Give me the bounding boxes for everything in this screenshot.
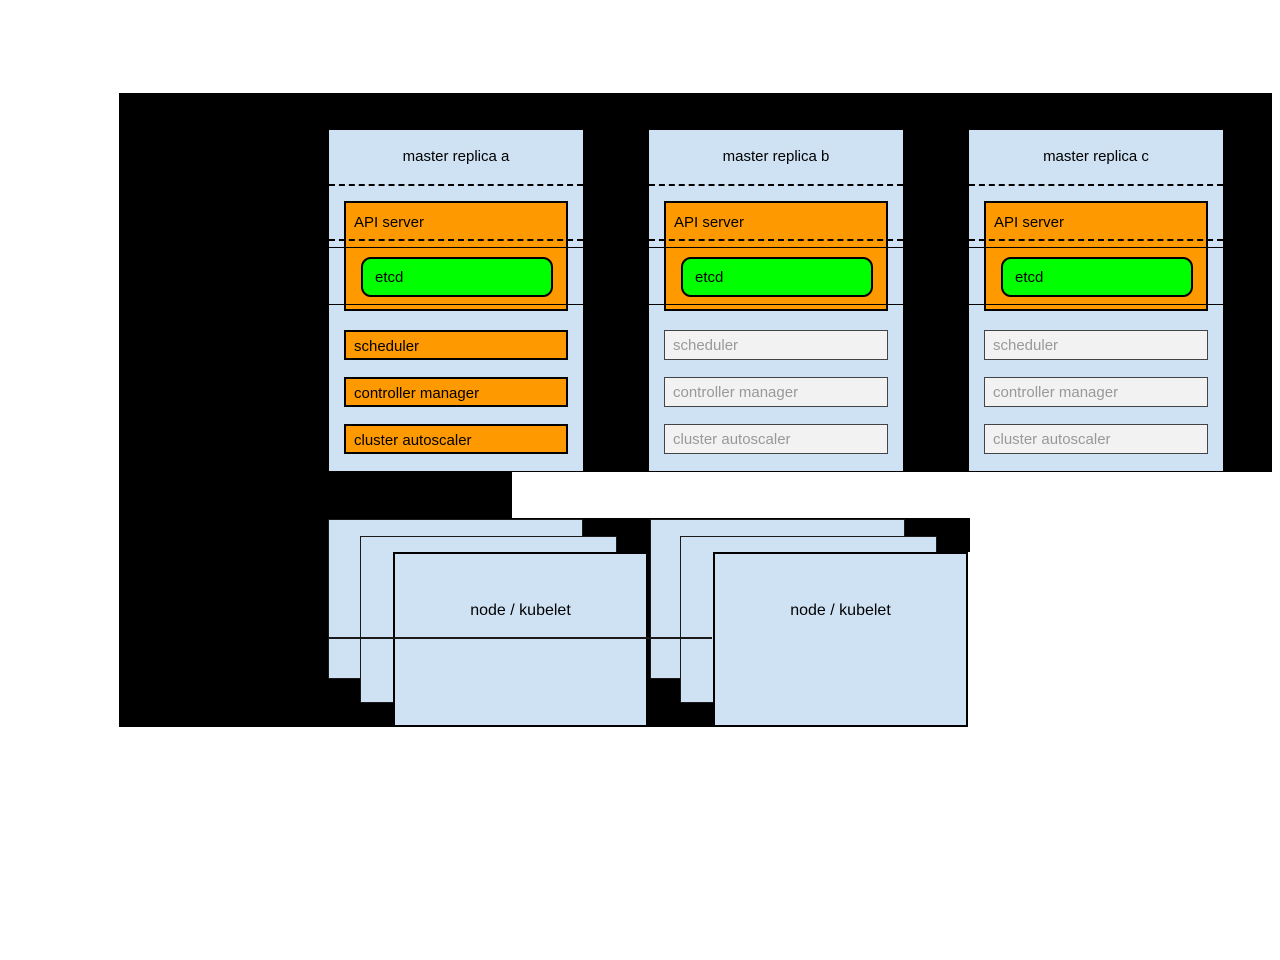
etcd-label: etcd xyxy=(695,269,724,286)
scheduler-label: scheduler xyxy=(993,337,1059,354)
api-server-label: API server xyxy=(994,214,1065,231)
cluster-autoscaler-box: cluster autoscaler xyxy=(344,424,568,454)
master-title: master replica b xyxy=(722,148,830,165)
tier-divider-dashed xyxy=(329,239,583,241)
controller-manager-label: controller manager xyxy=(993,384,1119,401)
controller-manager-label: controller manager xyxy=(673,384,799,401)
scheduler-box: scheduler xyxy=(984,330,1208,360)
node-kubelet-label: node / kubelet xyxy=(470,602,571,619)
scheduler-box: scheduler xyxy=(664,330,888,360)
cluster-autoscaler-label: cluster autoscaler xyxy=(354,432,472,449)
tier-divider-solid xyxy=(969,247,1223,248)
tier-divider-dashed xyxy=(969,239,1223,241)
api-server-label: API server xyxy=(354,214,425,231)
tier-divider-solid xyxy=(969,304,1223,305)
tier-divider-dashed xyxy=(649,184,903,186)
tier-divider-dashed xyxy=(969,184,1223,186)
scheduler-label: scheduler xyxy=(354,338,420,355)
scheduler-label: scheduler xyxy=(673,337,739,354)
etcd-box: etcd xyxy=(1001,257,1193,297)
controller-manager-box: controller manager xyxy=(984,377,1208,407)
tier-divider-dashed xyxy=(649,239,903,241)
scheduler-box: scheduler xyxy=(344,330,568,360)
controller-manager-box: controller manager xyxy=(664,377,888,407)
cluster-autoscaler-box: cluster autoscaler xyxy=(984,424,1208,454)
node-kubelet-label: node / kubelet xyxy=(790,602,891,619)
api-server-label: API server xyxy=(674,214,745,231)
etcd-box: etcd xyxy=(681,257,873,297)
controller-manager-label: controller manager xyxy=(354,385,480,402)
cluster-autoscaler-box: cluster autoscaler xyxy=(664,424,888,454)
controller-manager-box: controller manager xyxy=(344,377,568,407)
master-replica-c-box: master replica c API server etcd schedul… xyxy=(968,129,1224,472)
node-tier-line xyxy=(328,637,712,639)
master-replica-a-box: master replica a API server etcd schedul… xyxy=(328,129,584,472)
tier-divider-solid xyxy=(649,247,903,248)
etcd-label: etcd xyxy=(1015,269,1044,286)
etcd-box: etcd xyxy=(361,257,553,297)
tier-divider-solid xyxy=(329,247,583,248)
cluster-autoscaler-label: cluster autoscaler xyxy=(993,431,1111,448)
black-panel-step xyxy=(119,472,512,518)
node-stack2-front-card: node / kubelet xyxy=(713,552,968,727)
master-title: master replica a xyxy=(402,148,510,165)
cluster-autoscaler-label: cluster autoscaler xyxy=(673,431,791,448)
tier-divider-dashed xyxy=(329,184,583,186)
tier-divider-solid xyxy=(329,304,583,305)
etcd-label: etcd xyxy=(375,269,404,286)
node-stack1-front-card: node / kubelet xyxy=(393,552,648,727)
tier-divider-solid xyxy=(649,304,903,305)
master-title: master replica c xyxy=(1043,148,1149,165)
master-replica-b-box: master replica b API server etcd schedul… xyxy=(648,129,904,472)
